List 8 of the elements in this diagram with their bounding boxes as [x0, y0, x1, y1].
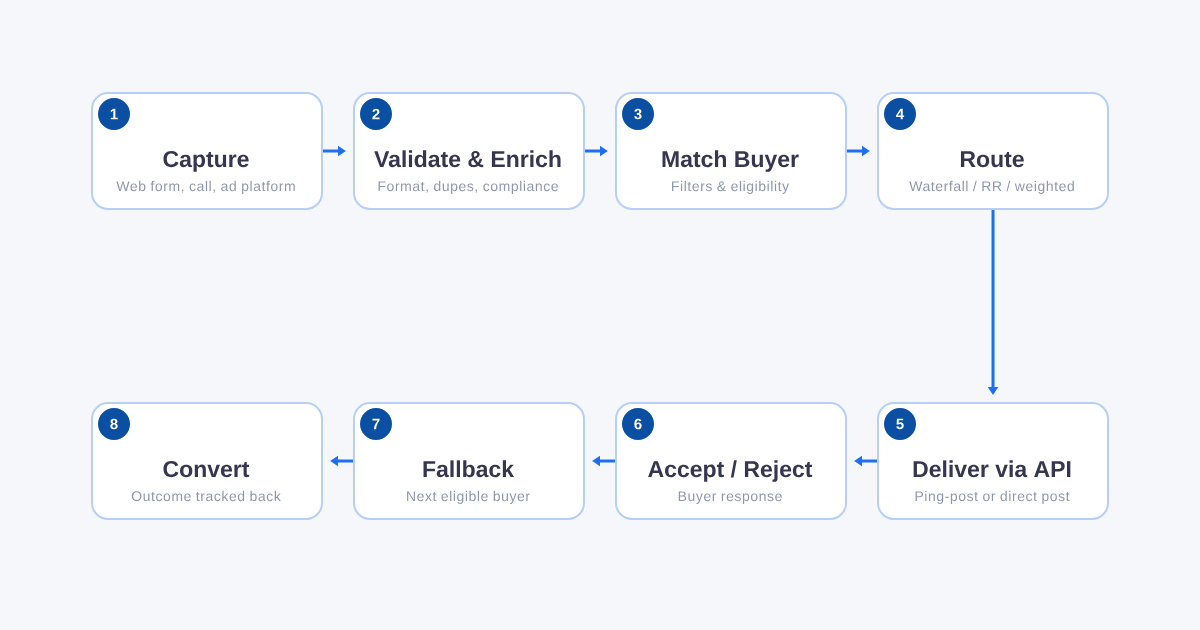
number-badge: 6: [622, 408, 654, 440]
number-badge: 7: [360, 408, 392, 440]
number-badge: 8: [98, 408, 130, 440]
number-badge: 2: [360, 98, 392, 130]
number-badge: 4: [884, 98, 916, 130]
number-badge: 1: [98, 98, 130, 130]
number-badge: 3: [622, 98, 654, 130]
number-badge: 5: [884, 408, 916, 440]
